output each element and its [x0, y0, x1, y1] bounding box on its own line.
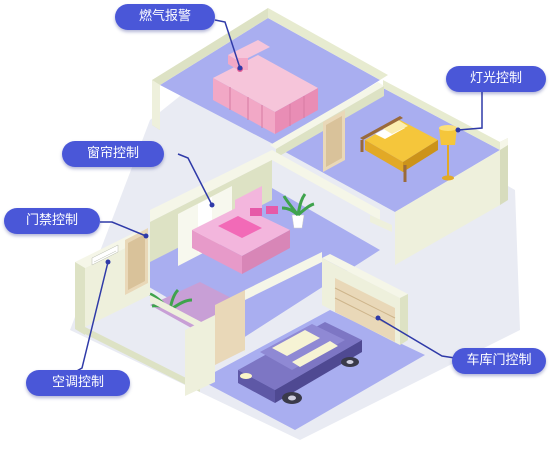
ac-control-label[interactable]: 空调控制	[26, 370, 130, 396]
car	[238, 322, 362, 404]
access-control-text: 门禁控制	[25, 213, 78, 228]
leader-curtain	[177, 153, 213, 206]
leader-dots	[105, 65, 461, 321]
gas-alarm-text: 燃气报警	[138, 9, 191, 24]
leader-garage	[377, 317, 456, 359]
rug	[150, 282, 245, 330]
floor-lamp	[439, 125, 457, 181]
leader-gas	[214, 19, 241, 69]
plant-2	[149, 288, 193, 312]
access-control-label[interactable]: 门禁控制	[4, 208, 100, 234]
garage-door-control-label[interactable]: 车库门控制	[452, 348, 546, 374]
leader-access	[100, 221, 147, 237]
curtain-control-text: 窗帘控制	[86, 146, 139, 161]
light-control-text: 灯光控制	[469, 71, 522, 86]
curtain-control-label[interactable]: 窗帘控制	[62, 141, 164, 167]
gas-alarm-label[interactable]: 燃气报警	[115, 4, 215, 30]
ac-control-text: 空调控制	[51, 375, 104, 390]
garage-door-control-text: 车库门控制	[466, 353, 532, 368]
leader-lines	[74, 19, 483, 373]
bedroom-door	[323, 110, 345, 172]
light-control-label[interactable]: 灯光控制	[446, 66, 546, 92]
sofa	[192, 186, 290, 274]
plant	[281, 193, 315, 229]
bed	[360, 116, 438, 182]
